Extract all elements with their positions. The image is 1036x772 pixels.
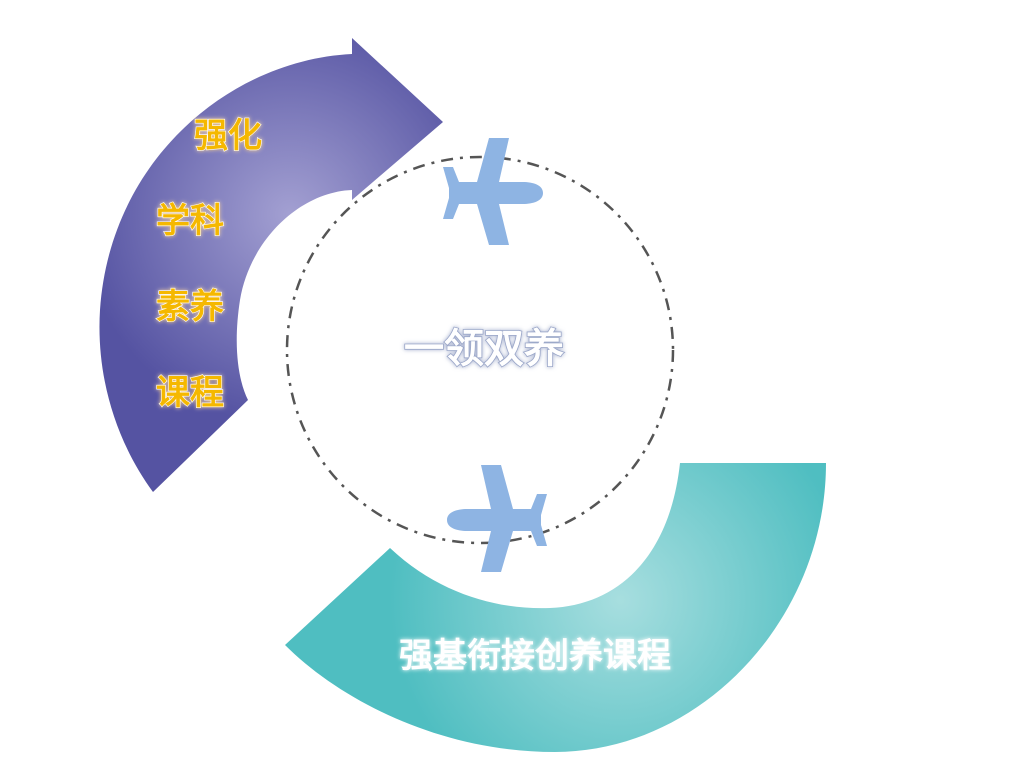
teal-curved-band	[285, 463, 826, 752]
airplane-icon	[443, 138, 543, 245]
purple-label-line-4: 课程	[156, 373, 224, 413]
center-title: 一领双养	[404, 326, 564, 372]
purple-curved-arrow	[99, 38, 444, 492]
purple-label-line-2: 学科	[156, 201, 224, 241]
teal-label: 强基衔接创养课程	[399, 636, 671, 676]
orbit-dashed-circle	[285, 155, 675, 545]
purple-label-line-3: 素养	[156, 287, 224, 327]
purple-label-line-1: 强化	[194, 116, 262, 156]
airplane-icon	[447, 465, 547, 572]
